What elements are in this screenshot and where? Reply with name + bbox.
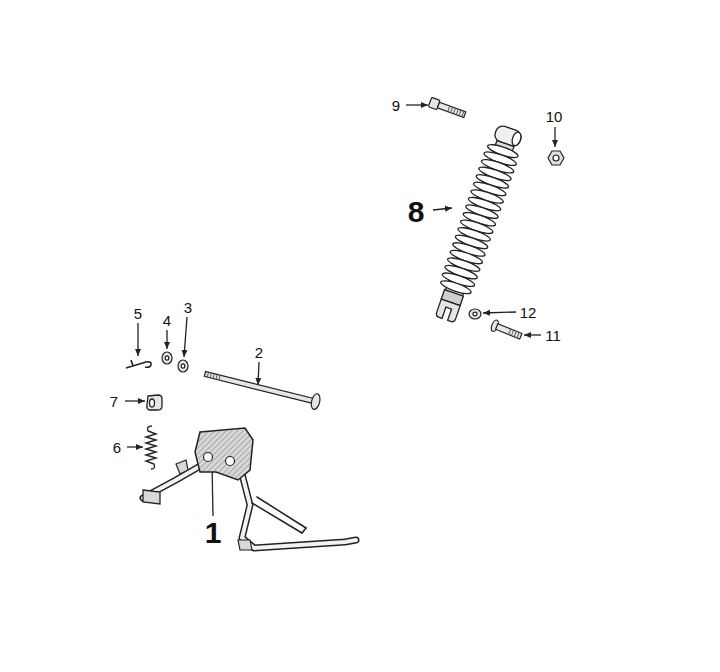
leader-lines — [125, 105, 555, 516]
callout-number: 1 — [205, 518, 222, 548]
pin — [126, 360, 151, 368]
callout-number: 6 — [113, 440, 121, 455]
nut — [548, 151, 564, 165]
bolt — [490, 319, 523, 342]
callout-number: 9 — [392, 98, 400, 113]
spring — [146, 426, 156, 469]
callout-number: 12 — [520, 305, 537, 320]
callout-number: 2 — [255, 345, 263, 360]
shock-absorber — [429, 123, 527, 325]
washer — [469, 309, 481, 319]
callout-number: 5 — [134, 306, 142, 321]
callout-number: 10 — [546, 109, 563, 124]
axle-rod — [203, 366, 321, 410]
callout-number: 7 — [110, 394, 118, 409]
callout-number: 4 — [163, 313, 171, 328]
bushing — [147, 395, 162, 410]
bolt — [428, 97, 466, 119]
callout-number: 11 — [545, 328, 561, 343]
callout-number: 8 — [408, 197, 425, 227]
center-stand — [143, 428, 356, 550]
washers — [162, 352, 188, 372]
callout-number: 3 — [184, 300, 192, 315]
